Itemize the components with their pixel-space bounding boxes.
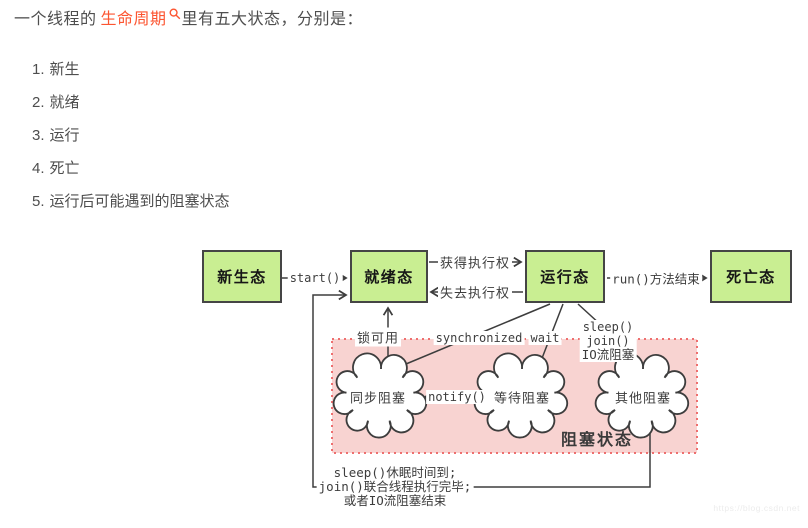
intro-prefix: 一个线程的 [14, 11, 97, 28]
state-label-dead: 死亡态 [726, 269, 776, 286]
label-gain-cpu: 获得执行权 [437, 252, 513, 272]
state-label-new: 新生态 [217, 269, 267, 286]
list-item-text: 新生 [49, 61, 80, 78]
label-wait: wait [528, 331, 562, 345]
label-sleep-join-io: sleep() join() IO流阻塞 [579, 320, 637, 362]
list-item-text: 死亡 [49, 160, 80, 177]
cloud-label-wait-blocked: 等待阻塞 [493, 391, 551, 407]
label-lose-cpu: 失去执行权 [437, 282, 513, 302]
label-sleep: sleep() [582, 320, 634, 334]
state-box-ready: 就绪态 [350, 250, 428, 303]
search-icon[interactable] [169, 6, 181, 26]
list-item: 4.死亡 [32, 159, 230, 179]
watermark: https://blog.csdn.net [713, 503, 800, 513]
cloud-label-sync-blocked: 同步阻塞 [349, 391, 407, 407]
list-item: 2.就绪 [32, 93, 230, 113]
cloud-label-other-blocked: 其他阻塞 [614, 391, 672, 407]
list-item-number: 5. [32, 193, 45, 210]
return-to-ready-line [312, 289, 651, 488]
label-start: start() [287, 271, 343, 285]
label-blocked-area: 阻塞状态 [560, 432, 634, 449]
list-item-text: 运行 [49, 127, 80, 144]
label-return-condition: sleep()休眠时间到; join()联合线程执行完毕; 或者IO流阻塞结束 [316, 465, 474, 508]
state-label-running: 运行态 [540, 269, 590, 286]
label-join: join() [586, 334, 630, 348]
label-synchronized: synchronized [433, 331, 525, 345]
list-item-text: 就绪 [49, 94, 80, 111]
state-list: 1.新生 2.就绪 3.运行 4.死亡 5.运行后可能遇到的阻塞状态 [32, 60, 230, 225]
list-item-number: 2. [32, 94, 45, 111]
list-item-number: 4. [32, 160, 45, 177]
lifecycle-link-label: 生命周期 [100, 11, 167, 28]
label-lock-available: 锁可用 [354, 327, 402, 347]
label-run-end: run()方法结束 [610, 268, 702, 288]
state-label-ready: 就绪态 [364, 269, 414, 286]
return-condition-line2: join()联合线程执行完毕; [318, 479, 472, 494]
intro-suffix: 里有五大状态，分别是： [181, 11, 364, 28]
list-item-number: 1. [32, 61, 45, 78]
return-condition-line1: sleep()休眠时间到; [333, 465, 457, 480]
list-item-text: 运行后可能遇到的阻塞状态 [49, 193, 230, 210]
state-box-new: 新生态 [202, 250, 282, 303]
intro-paragraph: 一个线程的生命周期 里有五大状态，分别是： [14, 8, 364, 30]
list-item: 1.新生 [32, 60, 230, 80]
label-notify: notify() [426, 390, 488, 404]
lifecycle-link[interactable]: 生命周期 [101, 11, 167, 28]
state-box-dead: 死亡态 [710, 250, 792, 303]
list-item: 3.运行 [32, 126, 230, 146]
label-io-block: IO流阻塞 [581, 347, 635, 362]
return-condition-line3: 或者IO流阻塞结束 [343, 493, 447, 508]
list-item: 5.运行后可能遇到的阻塞状态 [32, 192, 230, 212]
list-item-number: 3. [32, 127, 45, 144]
state-box-running: 运行态 [525, 250, 605, 303]
